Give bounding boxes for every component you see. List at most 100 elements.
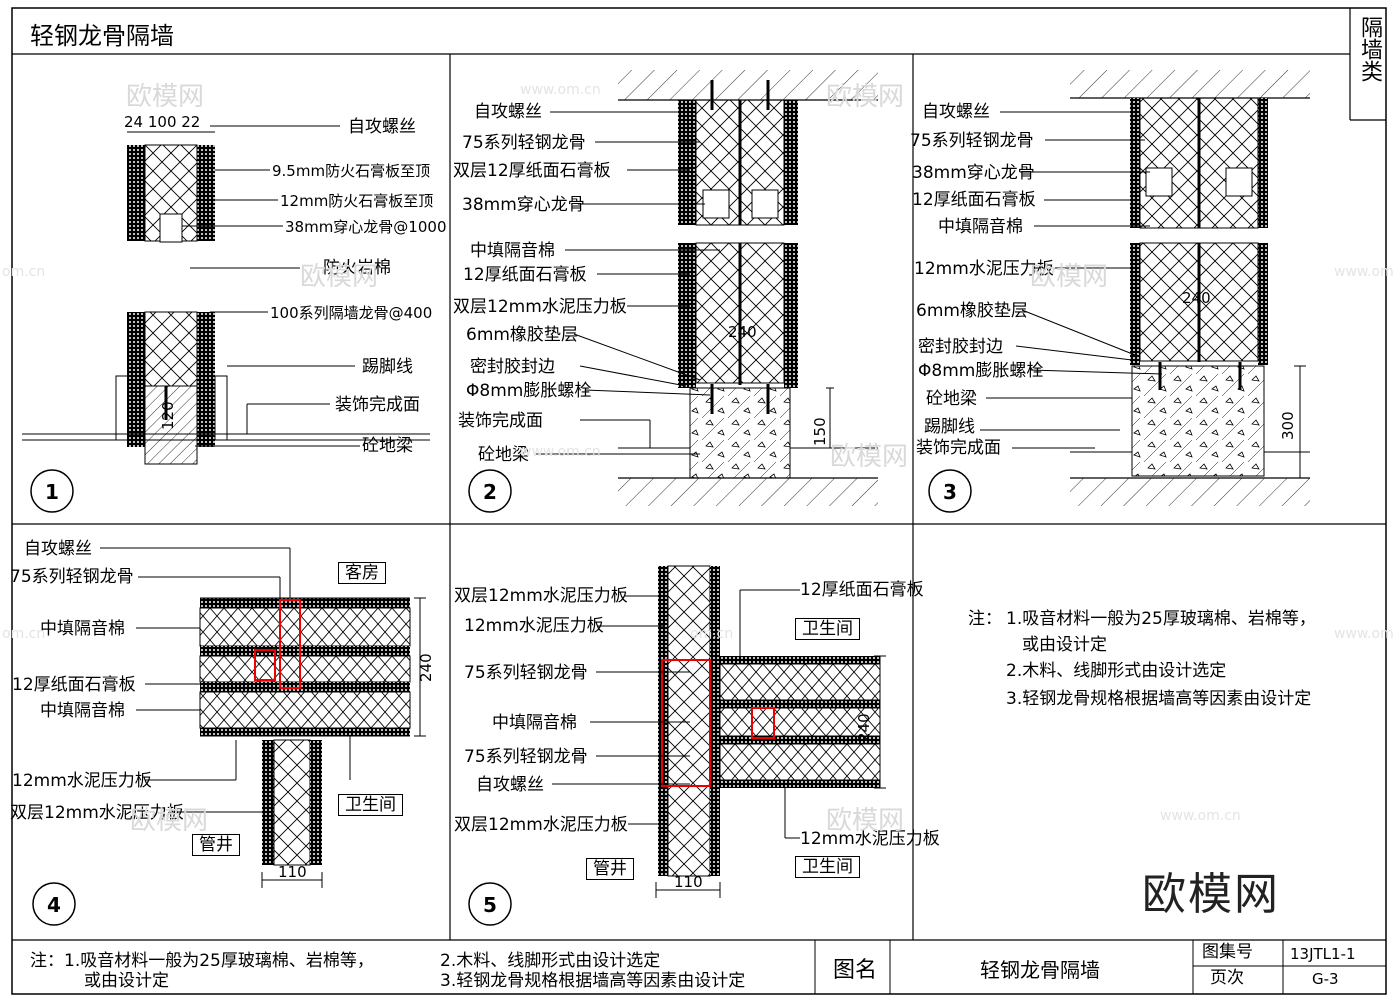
watermark-text: 欧模网	[126, 82, 205, 112]
watermark-text: 欧模网	[1030, 262, 1109, 292]
d2-label: 双层12厚纸面石膏板	[453, 161, 611, 181]
d2-label: 装饰完成面	[458, 411, 543, 431]
d4-dim-240: 240	[417, 653, 435, 682]
d2-label: 中填隔音棉	[470, 241, 555, 261]
sheet-border	[11, 7, 1387, 995]
d5-label: 中填隔音棉	[492, 713, 577, 733]
d3-label: 砼地梁	[926, 389, 977, 409]
d4-label: 12mm水泥压力板	[12, 771, 152, 791]
d2-label: Φ8mm膨胀螺栓	[466, 381, 592, 401]
d5-label: 双层12mm水泥压力板	[454, 815, 628, 835]
d5-dim-240: 240	[855, 713, 873, 742]
watermark-text: www.om.cn	[1334, 264, 1393, 280]
title-block-atlas-label: 图集号	[1202, 942, 1253, 962]
detail-4-drawing	[32, 547, 426, 926]
d3-label: 75系列轻钢龙骨	[910, 131, 1034, 151]
watermark-text: www.om.cn	[520, 444, 601, 460]
d1-label: 防火岩棉	[323, 258, 391, 278]
brand-watermark: 欧模网	[1142, 869, 1280, 920]
d3-label: 6mm橡胶垫层	[916, 301, 1028, 321]
detail-2-number-circle	[468, 469, 512, 513]
d2-dim-150: 150	[811, 417, 829, 446]
sheet-category: 隔墙类	[1354, 16, 1384, 82]
watermark-text: om.cn	[2, 626, 46, 642]
notes-item: 2.木料、线脚形式由设计选定	[1006, 661, 1227, 681]
watermark-text: om.cn	[2, 264, 46, 280]
title-block-name: 轻钢龙骨隔墙	[980, 958, 1100, 982]
d1-label: 自攻螺丝	[348, 117, 416, 137]
sheet-title: 轻钢龙骨隔墙	[30, 22, 174, 50]
detail-3-number-circle	[928, 469, 972, 513]
d3-label: 中填隔音棉	[938, 217, 1023, 237]
title-block-page-number: G-3	[1312, 970, 1339, 988]
d5-room-bathroom-top: 卫生间	[795, 618, 860, 640]
d1-label: 38mm穿心龙骨@1000	[285, 218, 447, 236]
detail-3-number: 3	[943, 480, 957, 504]
d4-label: 12厚纸面石膏板	[12, 675, 136, 695]
d5-label: 双层12mm水泥压力板	[454, 586, 628, 606]
d1-label: 装饰完成面	[335, 395, 420, 415]
watermark-text: www.om.cn	[1334, 626, 1393, 642]
d2-label: 75系列轻钢龙骨	[462, 133, 586, 153]
d5-room-shaft: 管井	[586, 858, 634, 880]
detail-2-drawing	[468, 70, 878, 513]
d3-dim-300: 300	[1279, 411, 1297, 440]
footer-note-1-cont: 或由设计定	[84, 971, 169, 991]
d3-label: Φ8mm膨胀螺栓	[918, 361, 1044, 381]
d3-label: 密封胶封边	[918, 337, 1003, 357]
watermark-text: om.cn	[690, 626, 734, 642]
watermark-text: www.om.cn	[520, 82, 601, 98]
d5-label: 12mm水泥压力板	[800, 829, 940, 849]
d3-label: 自攻螺丝	[922, 102, 990, 122]
sheet-category-text: 隔墙类	[1357, 16, 1382, 82]
d5-label: 12厚纸面石膏板	[800, 580, 924, 600]
d1-dim-120: 120	[159, 401, 177, 430]
watermark-text: 欧模网	[830, 442, 909, 472]
watermark-text: 欧模网	[300, 262, 379, 292]
detail-1-drawing	[22, 125, 430, 513]
notes-title: 注：	[968, 609, 1002, 629]
detail-1-number: 1	[45, 480, 59, 504]
d1-dimension-text: 24 100 22	[124, 113, 201, 131]
detail-1-number-circle	[30, 469, 74, 513]
detail-5-number-circle	[468, 882, 512, 926]
d4-label: 中填隔音棉	[40, 619, 125, 639]
detail-4-number-circle	[32, 882, 76, 926]
detail-4-number: 4	[47, 893, 61, 917]
watermark-text: 欧模网	[130, 806, 209, 836]
d4-label: 自攻螺丝	[24, 539, 92, 559]
d2-label: 密封胶封边	[470, 357, 555, 377]
d2-label: 双层12mm水泥压力板	[453, 297, 627, 317]
watermark-text: 欧模网	[826, 82, 905, 112]
title-block-page-label: 页次	[1210, 968, 1244, 988]
d5-room-bathroom-bottom: 卫生间	[795, 856, 860, 878]
d4-label: 75系列轻钢龙骨	[10, 567, 134, 587]
notes-item: 3.轻钢龙骨规格根据墙高等因素由设计定	[1006, 689, 1312, 709]
d4-label: 双层12mm水泥压力板	[10, 803, 184, 823]
detail-5-drawing	[468, 565, 886, 926]
d5-label: 75系列轻钢龙骨	[464, 747, 588, 767]
notes-item: 1.吸音材料一般为25厚玻璃棉、岩棉等，	[1006, 609, 1316, 629]
d3-label: 12mm水泥压力板	[914, 259, 1054, 279]
d2-label: 12厚纸面石膏板	[463, 265, 587, 285]
d1-label: 踢脚线	[362, 357, 413, 377]
d4-room-guestroom: 客房	[338, 562, 386, 584]
d3-label: 38mm穿心龙骨	[912, 163, 1035, 183]
d5-label: 12mm水泥压力板	[464, 616, 604, 636]
watermark-text: 欧模网	[826, 806, 905, 836]
d4-label: 中填隔音棉	[40, 701, 125, 721]
detail-3-drawing	[928, 70, 1310, 513]
d3-label: 踢脚线	[924, 417, 975, 437]
watermark-text: www.om.cn	[1160, 808, 1241, 824]
detail-5-number: 5	[483, 893, 497, 917]
d1-label: 12mm防火石膏板至顶	[280, 192, 434, 210]
d3-label: 装饰完成面	[916, 438, 1001, 458]
d2-label: 砼地梁	[478, 445, 529, 465]
title-block-name-label: 图名	[833, 958, 878, 983]
d4-room-shaft: 管井	[192, 834, 240, 856]
notes-item: 或由设计定	[1022, 635, 1107, 655]
d2-dim-240: 240	[728, 323, 757, 341]
d5-label: 自攻螺丝	[476, 775, 544, 795]
d4-dim-110: 110	[278, 863, 307, 881]
